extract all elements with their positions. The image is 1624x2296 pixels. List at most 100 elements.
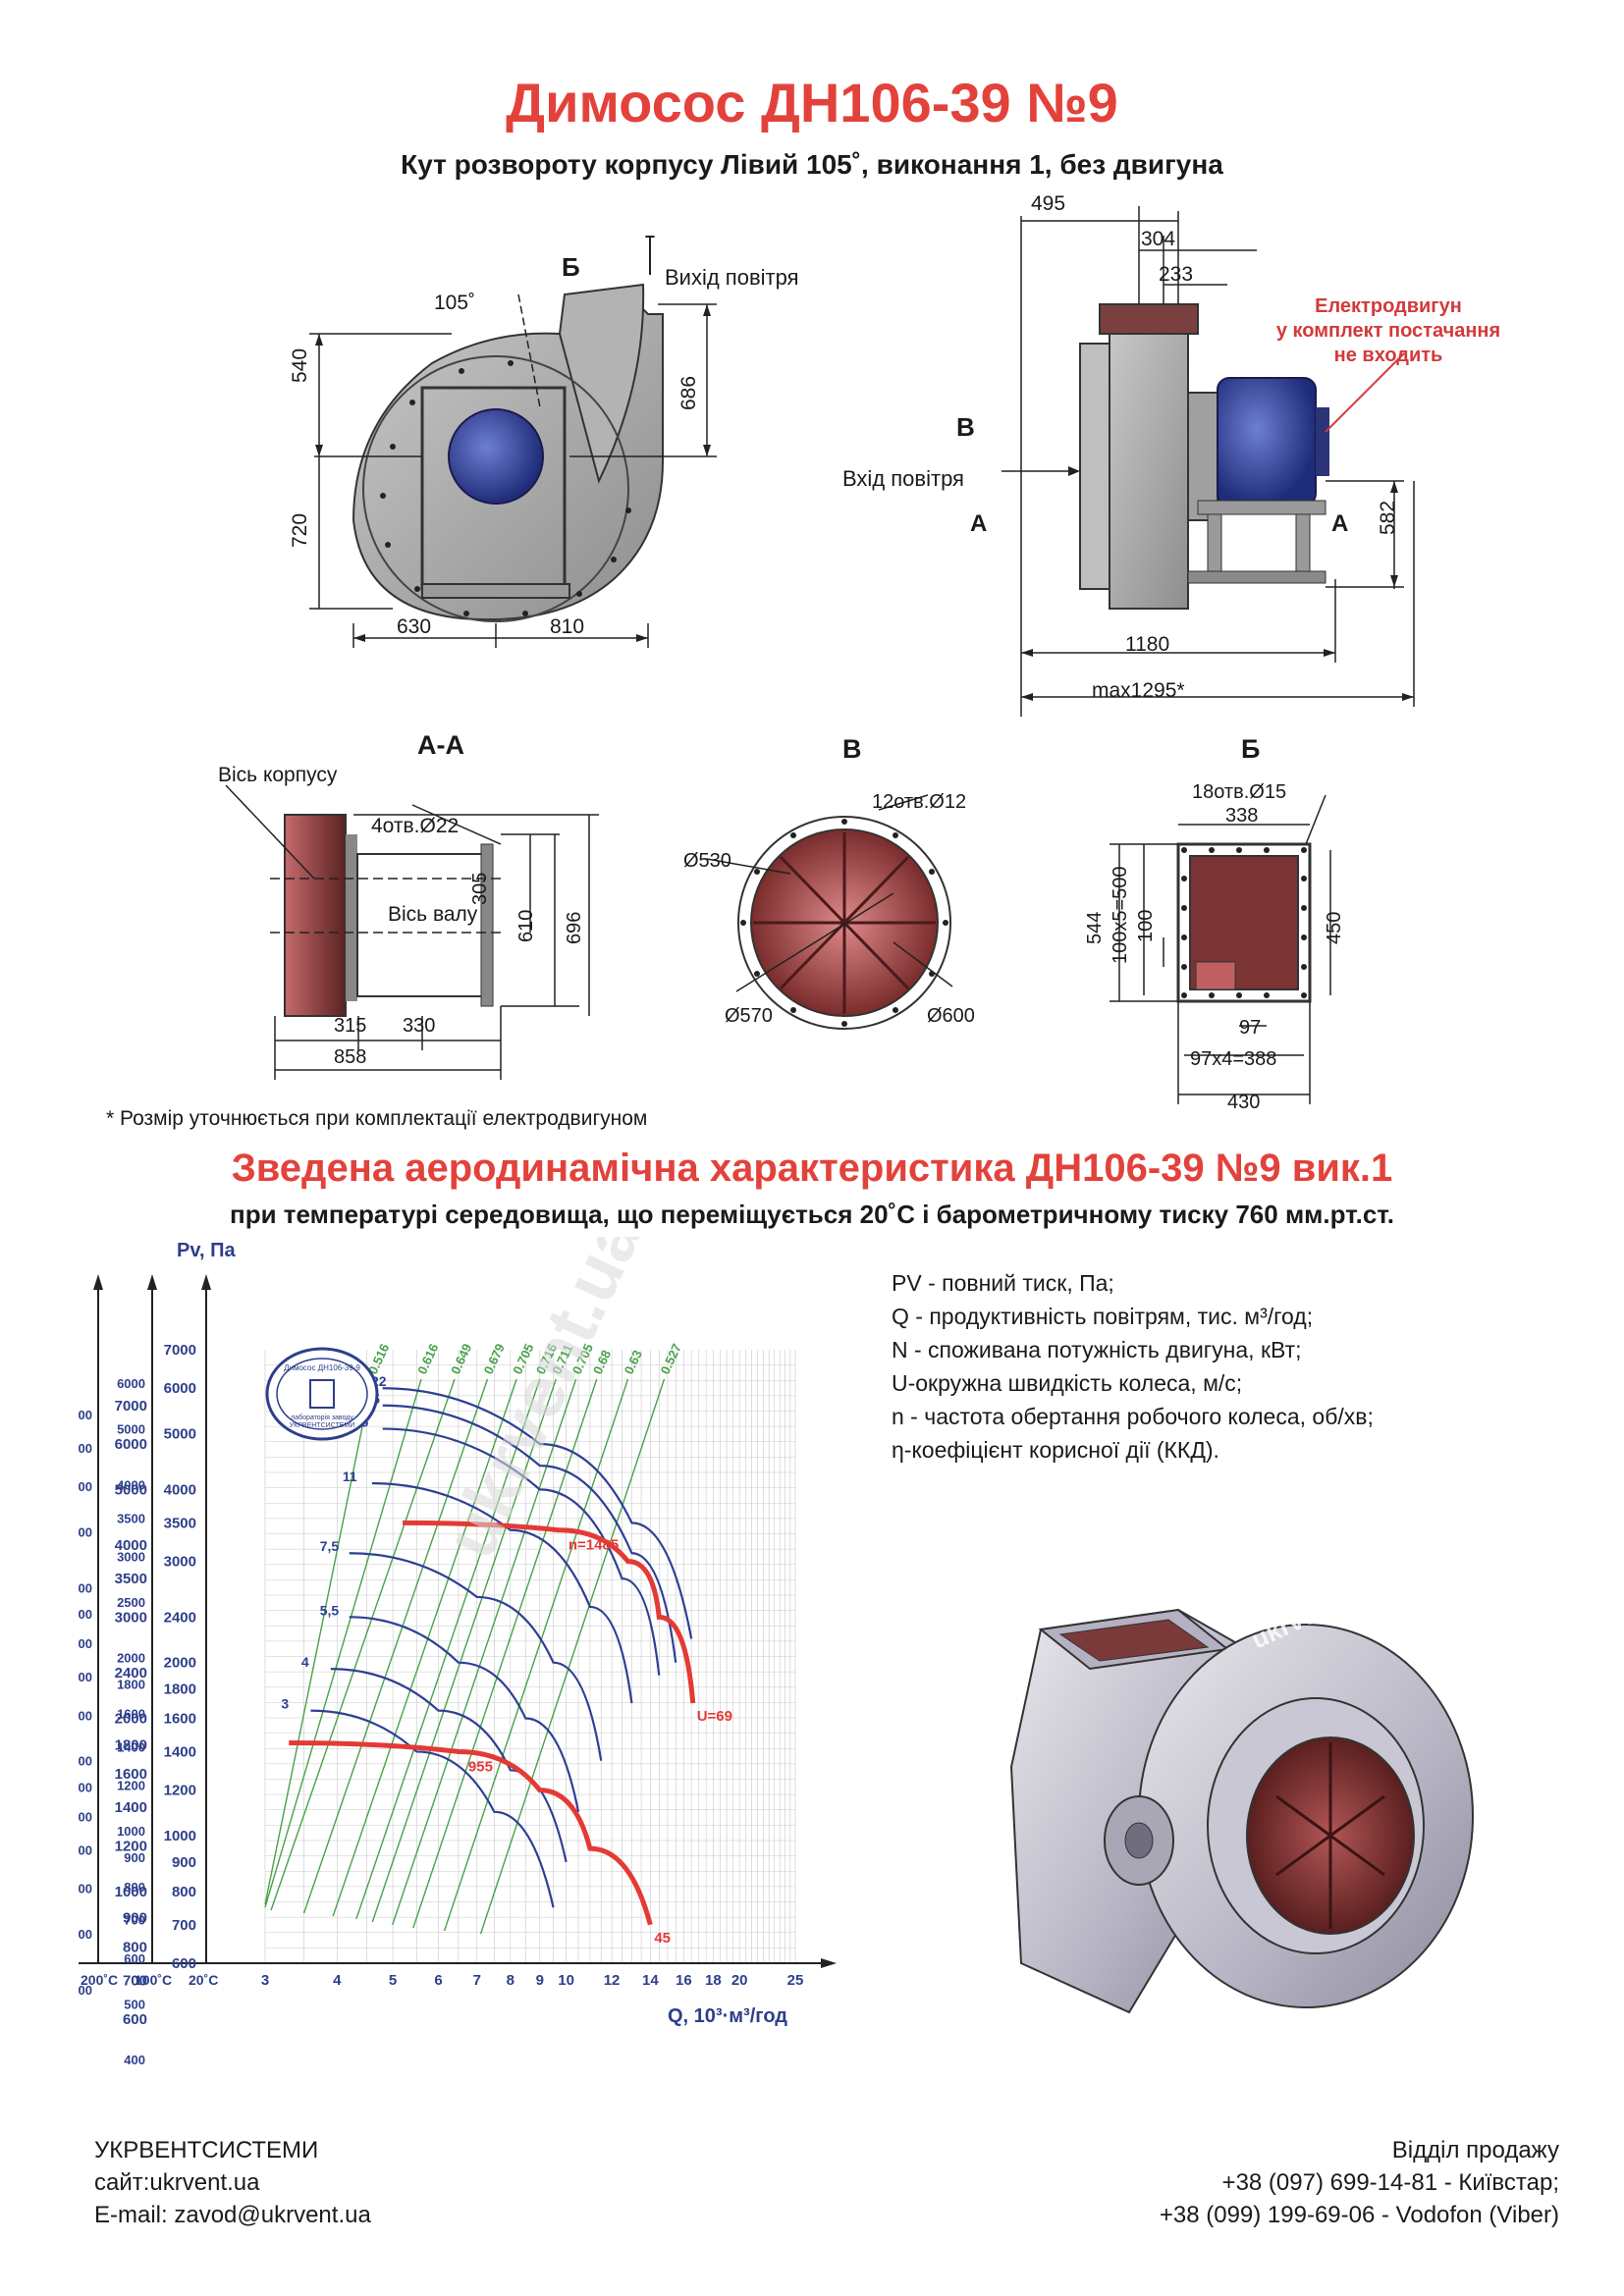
tick-label-100c: 2000 xyxy=(115,1710,147,1727)
y-axis-title: Pv, Па xyxy=(177,1240,236,1261)
x-tick-label: 7 xyxy=(473,1972,481,1989)
tick-label-200c-a: 400 xyxy=(124,2053,145,2067)
section-aa-drawing xyxy=(225,784,599,1080)
power-curve-label: 3 xyxy=(281,1696,289,1712)
dim-540: 540 xyxy=(289,347,311,383)
efficiency-line xyxy=(332,1378,517,1917)
tick-label-100c: 600 xyxy=(123,2011,147,2028)
outlet-air-label: Вихід повітря xyxy=(665,265,799,290)
tick-label-200c-a: 800 xyxy=(124,1880,145,1895)
tick-label-20c: 1800 xyxy=(164,1682,196,1698)
dim-97: 97 xyxy=(1239,1017,1262,1039)
side-view-drawing xyxy=(1001,206,1415,717)
inlet-air-label: Вхід повітря xyxy=(842,466,964,491)
power-curve xyxy=(349,1616,580,1813)
tick-label-200c-b: 1800 xyxy=(79,1607,92,1622)
tick-label-200c-b: 2000 xyxy=(79,1580,92,1595)
tick-label-200c-b: 3500 xyxy=(79,1441,92,1456)
tick-label-20c: 600 xyxy=(172,1955,196,1972)
legend-item: U-окружна швидкість колеса, м/с; xyxy=(892,1370,1243,1396)
b-holes-label: 18отв.Ø15 xyxy=(1192,781,1287,803)
front-view-drawing xyxy=(309,236,717,648)
tick-label-200c-a: 1000 xyxy=(117,1824,145,1839)
tick-label-20c: 900 xyxy=(172,1854,196,1871)
angle-label: 105˚ xyxy=(434,292,476,314)
email-link[interactable]: E-mail: zavod@ukrvent.ua xyxy=(94,2202,371,2228)
dim-304: 304 xyxy=(1141,228,1176,250)
dim-330: 330 xyxy=(403,1015,436,1037)
efficiency-line xyxy=(355,1378,541,1920)
dim-97x4: 97x4=388 xyxy=(1190,1048,1277,1070)
chart-grid xyxy=(264,1350,796,1964)
phone-vodafone[interactable]: +38 (099) 199-69-06 - Vodofon (Viber) xyxy=(1159,2202,1559,2228)
power-curve xyxy=(382,1427,661,1676)
power-curve-label: 5,5 xyxy=(320,1602,340,1618)
speed-curve xyxy=(403,1520,696,1704)
tick-label-100c: 1800 xyxy=(115,1736,147,1753)
tick-label-200c-b: 4000 xyxy=(79,1408,92,1422)
footer-right: Відділ продажу +38 (097) 699-14-81 - Киї… xyxy=(1160,2134,1559,2231)
speed-curve xyxy=(289,1740,653,1926)
tick-label-200c-a: 6000 xyxy=(117,1376,145,1391)
power-curve xyxy=(349,1552,603,1761)
tick-label-100c: 1600 xyxy=(115,1766,147,1783)
page-subtitle: Кут розвороту корпусу Лівий 105˚, викона… xyxy=(401,149,1223,180)
phone-kyivstar[interactable]: +38 (097) 699-14-81 - Київстар; xyxy=(1221,2169,1559,2196)
efficiency-line xyxy=(302,1378,489,1914)
motor-side xyxy=(1217,377,1317,507)
dim-810: 810 xyxy=(550,615,585,638)
dim-315: 315 xyxy=(334,1015,367,1037)
tick-label-20c: 2000 xyxy=(164,1655,196,1672)
dim-544: 544 xyxy=(1084,911,1106,944)
dim-696: 696 xyxy=(564,911,585,944)
axis-20-arrow xyxy=(201,1274,211,1290)
tick-label-200c-a: 1800 xyxy=(117,1677,145,1691)
aa-flange xyxy=(284,814,347,1017)
temp-label: 100˚С xyxy=(135,1972,172,1988)
efficiency-line xyxy=(392,1378,577,1926)
tick-label-100c: 4000 xyxy=(115,1537,147,1554)
x-tick-label: 5 xyxy=(389,1972,397,1989)
chart-section-title: Зведена аеродинамічна характеристика ДН1… xyxy=(231,1147,1393,1190)
x-tick-label: 12 xyxy=(604,1972,621,1989)
lab-stamp: Димосос ДН106-39-9 лабораторія заводу УК… xyxy=(265,1347,379,1441)
legend-item: n - частота обертання робочого колеса, о… xyxy=(892,1404,1374,1429)
dim-338: 338 xyxy=(1225,805,1259,827)
tick-label-200c-a: 1400 xyxy=(117,1739,145,1754)
tick-label-200c-a: 2500 xyxy=(117,1595,145,1610)
tick-label-100c: 900 xyxy=(123,1910,147,1927)
v-d530-label: Ø530 xyxy=(683,850,731,872)
dim-630: 630 xyxy=(397,615,432,638)
section-v-title: В xyxy=(842,734,862,764)
chart-section-subtitle: при температурі середовища, що переміщує… xyxy=(230,1200,1394,1229)
aa-frame xyxy=(356,853,486,997)
tick-label-100c: 5000 xyxy=(115,1481,147,1498)
tick-label-200c-b: 700 xyxy=(79,1842,92,1857)
dim-305: 305 xyxy=(469,872,491,905)
temp-label: 20˚С xyxy=(189,1972,218,1988)
efficiency-line xyxy=(371,1378,557,1923)
power-curve xyxy=(382,1387,693,1639)
dim-450: 450 xyxy=(1324,911,1345,944)
tick-label-200c-a: 5000 xyxy=(117,1422,145,1437)
power-curve-label: 7,5 xyxy=(320,1538,340,1554)
x-tick-label: 9 xyxy=(536,1972,544,1989)
dim-233: 233 xyxy=(1159,263,1194,286)
site-link[interactable]: сайт:ukrvent.ua xyxy=(94,2169,260,2196)
x-tick-label: 25 xyxy=(787,1972,804,1989)
tick-label-200c-a: 4000 xyxy=(117,1477,145,1492)
tick-label-100c: 3500 xyxy=(115,1571,147,1587)
label-a-left: А xyxy=(970,510,988,537)
axis-shaft-label: Вісь валу xyxy=(388,903,478,926)
v-holes-label: 12отв.Ø12 xyxy=(872,791,967,813)
page-title: Димосос ДН106-39 №9 xyxy=(506,72,1118,133)
tick-label-200c-a: 3500 xyxy=(117,1511,145,1525)
sales-title: Відділ продажу xyxy=(1391,2137,1559,2163)
dim-430: 430 xyxy=(1227,1092,1261,1113)
label-v-side: В xyxy=(956,412,975,442)
tick-label-20c: 1600 xyxy=(164,1710,196,1727)
tick-label-100c: 1000 xyxy=(115,1884,147,1900)
stamp-text-2: УКРВЕНТСИСТЕМИ xyxy=(290,1422,355,1429)
legend-item: PV - повний тиск, Па; xyxy=(892,1270,1114,1296)
tick-label-200c-a: 1600 xyxy=(117,1706,145,1721)
